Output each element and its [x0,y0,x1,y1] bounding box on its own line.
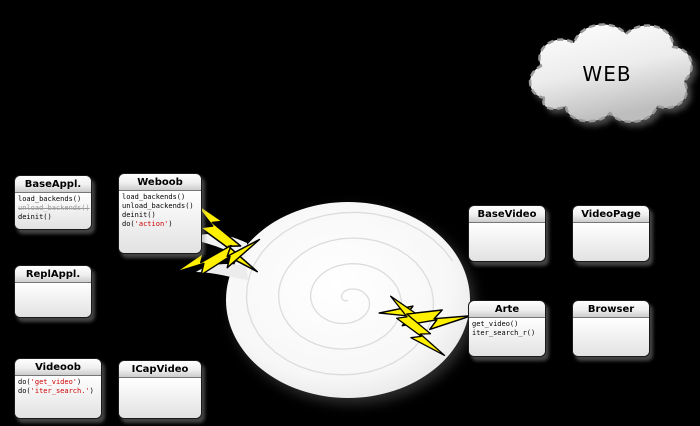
method-segment: load_backends() [122,193,186,201]
class-body: load_backends()unload_backends()deinit()… [119,191,201,253]
lightning-bolt-icon [390,295,446,357]
method-segment: do( [18,387,31,395]
method-line: do('iter_search.') [18,387,98,396]
class-box-replappl: ReplAppl. [14,265,92,318]
class-title: ICapVideo [119,361,201,378]
method-segment: iter_search_r() [472,329,536,337]
method-line: do('action') [122,220,198,229]
method-line: load_backends() [18,195,88,204]
class-title: Browser [573,301,649,318]
web-cloud-label: WEB [582,62,632,86]
method-segment: unload_backends() [18,204,90,212]
class-box-browser: Browser [572,300,650,357]
method-segment: ) [168,220,173,228]
method-line: deinit() [122,211,198,220]
class-body: do('get_video')do('iter_search.') [15,376,101,418]
class-body [119,378,201,418]
method-segment: load_backends() [18,195,82,203]
method-line: load_backends() [122,193,198,202]
class-body [469,223,545,261]
class-body: get_video()iter_search_r() [469,318,545,356]
class-body [573,223,649,261]
class-title: VideoPage [573,206,649,223]
class-body [15,283,91,317]
method-segment: do( [18,378,31,386]
class-title: BaseVideo [469,206,545,223]
class-box-basevideo: BaseVideo [468,205,546,262]
method-segment: 'iter_search.' [30,387,90,395]
method-line: get_video() [472,320,542,329]
method-line: iter_search_r() [472,329,542,338]
class-box-weboob: Weboob load_backends()unload_backends()d… [118,173,202,254]
method-segment: ) [77,378,82,386]
method-segment: do( [122,220,135,228]
class-title: Videoob [15,359,101,376]
class-box-videoob: Videoob do('get_video')do('iter_search.'… [14,358,102,419]
method-line: unload_backends() [18,204,90,213]
method-segment: deinit() [18,213,52,221]
class-body: load_backends()unload_backends()deinit() [15,193,91,229]
method-line: do('get_video') [18,378,98,387]
class-box-icapvideo: ICapVideo [118,360,202,419]
class-box-videopage: VideoPage [572,205,650,262]
class-title: BaseAppl. [15,176,91,193]
method-segment: 'get_video' [30,378,78,386]
lightning-bolt-icon [174,238,261,276]
swirl-spiral [245,211,454,376]
method-line: deinit() [18,213,88,222]
class-title: Arte [469,301,545,318]
class-title: Weboob [119,174,201,191]
method-segment: get_video() [472,320,519,328]
web-cloud [529,23,693,124]
method-segment: 'action' [134,220,169,228]
method-line: unload_backends() [122,202,198,211]
class-box-arte: Arte get_video()iter_search_r() [468,300,546,357]
class-title: ReplAppl. [15,266,91,283]
class-box-baseappl: BaseAppl. load_backends()unload_backends… [14,175,92,230]
class-body [573,318,649,356]
method-segment: deinit() [122,211,156,219]
lightning-bolt-icon [192,200,259,273]
lightning-bolts [174,200,472,357]
method-segment: ) [89,387,94,395]
method-segment: unload_backends() [122,202,194,210]
